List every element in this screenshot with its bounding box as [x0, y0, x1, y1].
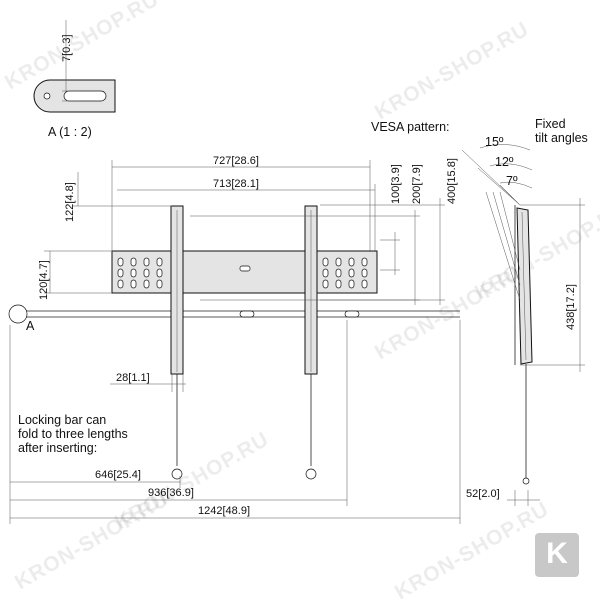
svg-text:713[28.1]: 713[28.1]	[213, 178, 259, 190]
dimension-713: 713[28.1]	[117, 178, 376, 252]
mounting-slot	[361, 279, 368, 289]
mounting-slot	[143, 268, 150, 278]
vesa-pattern-label: VESA pattern:	[371, 120, 450, 134]
svg-text:400[15.8]: 400[15.8]	[446, 158, 458, 204]
locking-note-line2: fold to three lengths	[18, 427, 128, 441]
side-view: 438[17.2]	[461, 144, 585, 485]
svg-text:28[1.1]: 28[1.1]	[116, 372, 150, 384]
watermark-text: KRON-SHOP.RU	[11, 488, 173, 595]
wall-plate: A	[8, 250, 460, 333]
watermark-text: KRON-SHOP.RU	[391, 498, 553, 600]
dimension-727: 727[28.6]	[111, 155, 371, 252]
svg-text:52[2.0]: 52[2.0]	[466, 488, 500, 500]
detail-scale-label: A (1 : 2)	[48, 125, 92, 139]
tilt-7-label: 7º	[506, 174, 518, 188]
mounting-slot	[117, 268, 124, 278]
svg-text:727[28.6]: 727[28.6]	[213, 155, 259, 167]
dimension-1242: 1242[48.9]	[9, 320, 461, 524]
vertical-arm-right	[304, 205, 318, 480]
locking-note-line1: Locking bar can	[18, 413, 106, 427]
mounting-slot	[143, 279, 150, 289]
vertical-arm-left	[170, 205, 184, 480]
svg-text:120[4.7]: 120[4.7]	[38, 260, 50, 300]
detail-a-slot: 7[0.3] A (1 : 2)	[33, 20, 116, 139]
watermark-text: KRON-SHOP.RU	[371, 18, 533, 125]
mounting-slot	[348, 257, 355, 267]
dimension-120: 120[4.7]	[38, 250, 112, 300]
svg-text:646[25.4]: 646[25.4]	[95, 469, 141, 481]
svg-text:200[7.9]: 200[7.9]	[411, 164, 423, 204]
svg-text:438[17.2]: 438[17.2]	[565, 284, 577, 330]
mounting-slot	[156, 268, 163, 278]
tilt-15-label: 15º	[485, 135, 504, 149]
svg-text:122[4.8]: 122[4.8]	[64, 182, 76, 222]
svg-text:1242[48.9]: 1242[48.9]	[198, 505, 250, 517]
detail-marker-label: A	[26, 319, 35, 333]
mounting-slot	[361, 257, 368, 267]
mounting-slot	[143, 257, 150, 267]
dimension-52: 52[2.0]	[466, 488, 540, 506]
detail-marker-circle	[8, 304, 28, 324]
mounting-slot	[322, 257, 329, 267]
mounting-slot	[130, 268, 137, 278]
mounting-slot	[130, 279, 137, 289]
mounting-slot	[348, 279, 355, 289]
dimension-vesa-100: 100[3.9]	[380, 164, 402, 275]
kron-logo: K	[535, 533, 579, 577]
mounting-slot	[335, 279, 342, 289]
dimension-122: 122[4.8]	[64, 172, 172, 222]
svg-text:936[36.9]: 936[36.9]	[148, 487, 194, 499]
mounting-slot	[322, 268, 329, 278]
tilt-title-line1: Fixed	[535, 117, 566, 131]
dimension-936: 936[36.9]	[10, 320, 348, 506]
tilt-title-line2: tilt angles	[535, 131, 588, 145]
logo-letter: K	[546, 537, 568, 570]
mounting-slot	[361, 268, 368, 278]
locking-note-line3: after inserting:	[18, 441, 97, 455]
dimension-646: 646[25.4]	[10, 469, 181, 488]
mounting-slot	[322, 279, 329, 289]
mounting-slot	[335, 257, 342, 267]
mounting-slot	[348, 268, 355, 278]
svg-text:100[3.9]: 100[3.9]	[390, 164, 402, 204]
mounting-slot	[156, 279, 163, 289]
mounting-slot	[117, 279, 124, 289]
wall-plate-body	[111, 250, 378, 294]
mounting-slot	[130, 257, 137, 267]
tilt-12-label: 12º	[495, 155, 514, 169]
watermark-text: KRON-SHOP.RU	[471, 198, 600, 305]
mounting-slot	[156, 257, 163, 267]
mounting-slot	[335, 268, 342, 278]
slot-height-dim: 7[0.3]	[61, 34, 73, 62]
mounting-slot	[117, 257, 124, 267]
dimension-vesa-400: 400[15.8]	[320, 158, 458, 305]
dimension-28: 28[1.1]	[110, 372, 186, 392]
